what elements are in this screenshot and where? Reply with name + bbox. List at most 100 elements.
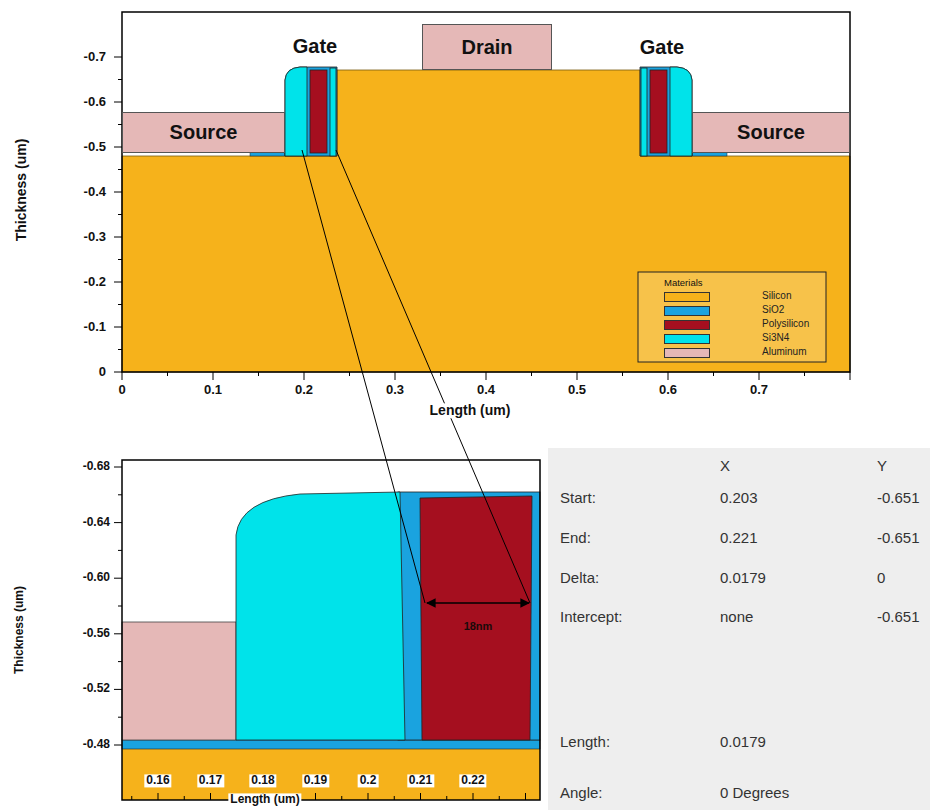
tick-mark	[420, 793, 421, 800]
legend-heading: Materials	[664, 278, 703, 288]
gate-oxide	[398, 492, 540, 740]
table-cell: -0.651	[877, 609, 920, 626]
tick-label: 0.4	[475, 383, 497, 397]
tick-mark	[258, 372, 259, 376]
tick-label: 0.2	[358, 774, 379, 787]
tick-mark	[114, 522, 122, 523]
zoom-line	[302, 150, 425, 603]
legend-swatch	[664, 320, 710, 330]
tick-mark	[114, 282, 122, 283]
tick-label: -0.52	[81, 683, 112, 696]
table-cell: none	[720, 609, 753, 626]
tick-mark	[486, 372, 487, 380]
tick-mark	[440, 372, 441, 376]
tick-mark	[114, 633, 122, 634]
table-cell: Start:	[560, 490, 596, 507]
measure-panel	[548, 448, 930, 810]
plot-frame	[122, 12, 850, 372]
tick-label: -0.48	[81, 738, 112, 751]
tick-mark	[114, 192, 122, 193]
legend-swatch	[664, 348, 710, 358]
tick-mark	[118, 494, 122, 495]
gate-label: Gate	[640, 36, 684, 58]
tick-mark	[368, 793, 369, 800]
oxide-layer	[122, 740, 540, 749]
tick-mark	[210, 793, 211, 800]
silicon-substrate	[122, 70, 850, 372]
table-cell: Delta:	[560, 570, 599, 587]
tick-mark	[525, 793, 526, 800]
tick-mark	[304, 372, 305, 380]
nitride-spacer	[330, 68, 336, 156]
tick-label: -0.2	[82, 275, 108, 289]
tick-mark	[114, 237, 122, 238]
tick-label: 0.3	[384, 383, 406, 397]
gate-label: Gate	[293, 35, 337, 57]
tick-label: 0.16	[144, 774, 171, 787]
tick-mark	[118, 661, 122, 662]
tick-mark	[114, 102, 122, 103]
region-label: Source	[737, 121, 805, 144]
table-cell: -0.651	[877, 530, 920, 547]
legend-row: Polysilicon	[664, 319, 824, 331]
tick-mark	[804, 372, 805, 376]
tick-mark	[118, 304, 122, 305]
tick-label: 0.19	[302, 774, 329, 787]
tick-mark	[114, 578, 122, 579]
tick-label: 0.1	[202, 383, 224, 397]
legend-box	[638, 272, 826, 362]
tick-mark	[118, 349, 122, 350]
table-cell: 0 Degrees	[720, 785, 789, 802]
tick-label: -0.7	[82, 50, 108, 64]
table-cell: Angle:	[560, 785, 603, 802]
tick-mark	[114, 327, 122, 328]
tick-mark	[473, 793, 474, 800]
legend-text: SiO2	[762, 304, 784, 315]
tick-mark	[118, 79, 122, 80]
legend-swatch	[664, 292, 710, 302]
tick-mark	[131, 796, 132, 800]
table-cell: 0.221	[720, 530, 758, 547]
tick-mark	[499, 796, 500, 800]
tick-mark	[759, 372, 760, 380]
tick-label: 0.5	[566, 383, 588, 397]
tick-label: 0	[97, 365, 108, 379]
table-cell: 0.0179	[720, 734, 766, 751]
tick-label: -0.1	[82, 320, 108, 334]
legend-swatch	[664, 306, 710, 316]
legend-text: Polysilicon	[762, 318, 809, 329]
tick-mark	[118, 259, 122, 260]
axis-title: Thickness (um)	[13, 584, 26, 676]
tick-mark	[394, 796, 395, 800]
axis-title: Length (um)	[428, 403, 513, 418]
tick-label: 0.17	[197, 774, 224, 787]
aluminum-contact: Source	[692, 112, 850, 153]
axis-title: Length (um)	[228, 793, 301, 806]
legend-text: Aluminum	[762, 346, 806, 357]
tick-mark	[850, 372, 851, 380]
tick-mark	[577, 372, 578, 380]
tick-mark	[531, 372, 532, 376]
table-cell: Intercept:	[560, 609, 623, 626]
zoom-line	[336, 150, 530, 603]
tick-label: -0.68	[81, 460, 112, 473]
tick-mark	[446, 796, 447, 800]
table-cell: X	[720, 458, 730, 475]
legend-row: Aluminum	[664, 347, 824, 359]
tick-mark	[114, 689, 122, 690]
tick-mark	[114, 745, 122, 746]
tick-mark	[349, 372, 350, 376]
tick-mark	[118, 214, 122, 215]
dimension-arrow	[427, 602, 529, 604]
legend-text: Silicon	[762, 290, 791, 301]
tick-label: 0.18	[249, 774, 276, 787]
tick-mark	[118, 606, 122, 607]
aluminum-contact: Drain	[422, 24, 552, 70]
tick-label: 0.2	[293, 383, 315, 397]
tick-mark	[118, 169, 122, 170]
tick-mark	[167, 372, 168, 376]
axis-ticks	[114, 57, 850, 800]
tick-label: -0.3	[82, 230, 108, 244]
gate-stack	[285, 67, 337, 156]
gate-stack	[640, 67, 692, 156]
